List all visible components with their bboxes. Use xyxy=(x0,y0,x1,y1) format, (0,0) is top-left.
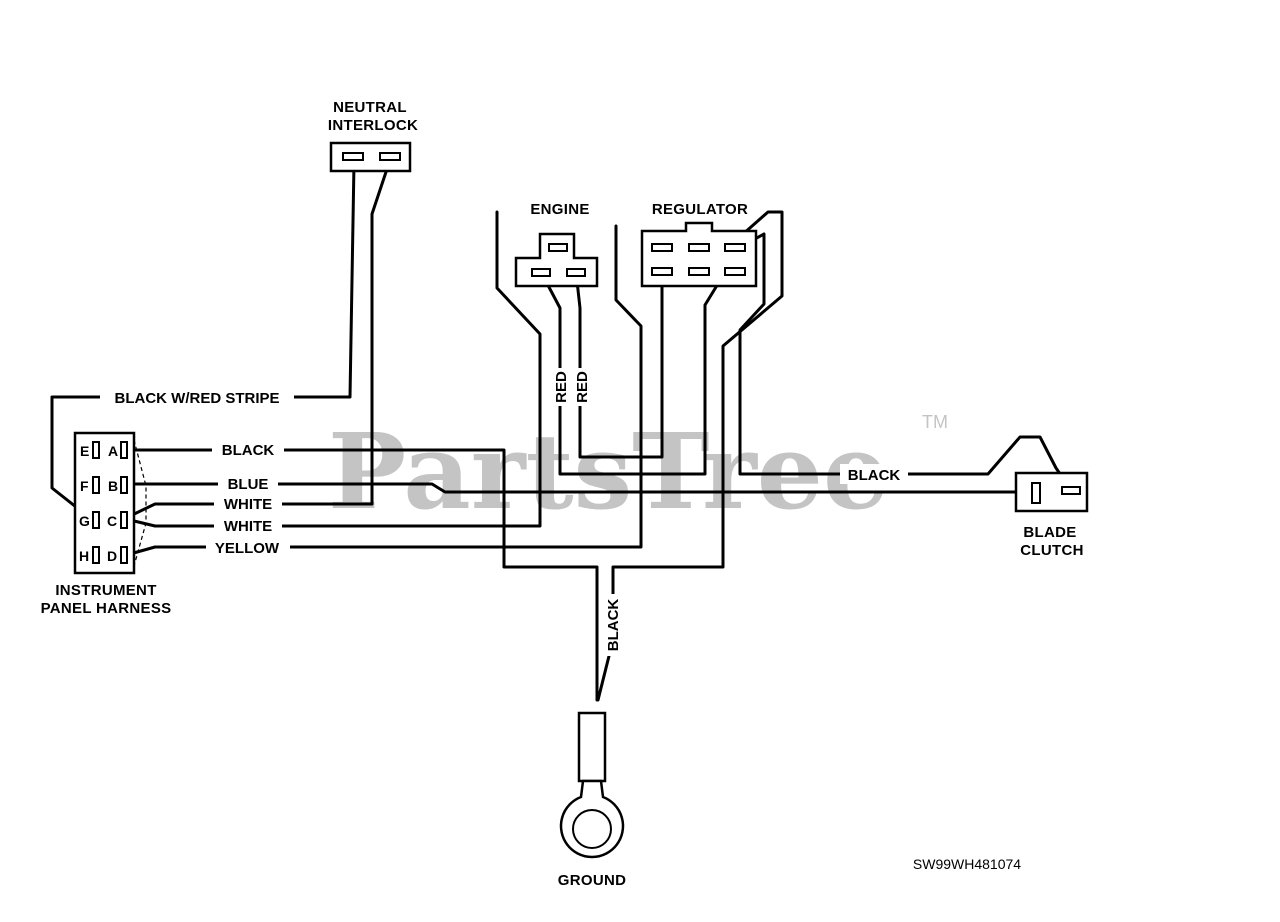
wire-white-interlock xyxy=(128,161,391,518)
harness-pin-f xyxy=(92,476,100,494)
harness-pin-label-f: F xyxy=(80,478,89,494)
blade-clutch-pin-1 xyxy=(1031,482,1041,504)
wire-label-red-1: RED xyxy=(553,371,570,403)
wire-label-black-a: BLACK xyxy=(222,442,275,459)
engine-pin-top xyxy=(548,243,568,252)
regulator-pin-4 xyxy=(651,267,673,276)
harness-pins-left xyxy=(92,441,100,564)
wire-white-engine xyxy=(128,210,542,528)
harness-pin-h xyxy=(92,546,100,564)
harness-pin-label-h: H xyxy=(79,548,89,564)
wire-yellow xyxy=(128,224,643,556)
blade-clutch-pin-2 xyxy=(1061,486,1081,495)
watermark-trademark: TM xyxy=(922,412,948,432)
wire-blue xyxy=(128,482,1038,494)
ground-ring-hole xyxy=(572,809,612,849)
harness-label-1: INSTRUMENT xyxy=(55,582,156,599)
wire-label-blue: BLUE xyxy=(228,476,269,493)
harness-pin-g xyxy=(92,511,100,529)
engine-label: ENGINE xyxy=(530,201,589,218)
regulator-pin-2 xyxy=(688,243,710,252)
harness-pin-label-e: E xyxy=(80,443,89,459)
blade-clutch-label-2: CLUTCH xyxy=(1020,542,1083,559)
wire-label-red-2: RED xyxy=(574,371,591,403)
wire-black-red-stripe xyxy=(50,161,356,520)
engine-pin-left xyxy=(531,268,551,277)
wire-label-black-clutch: BLACK xyxy=(848,467,901,484)
regulator-pin-1 xyxy=(651,243,673,252)
label-bg xyxy=(100,387,294,407)
neutral-interlock-pin-2 xyxy=(379,152,401,161)
diagram-part-code: SW99WH481074 xyxy=(913,856,1021,872)
wire-label-white-1: WHITE xyxy=(224,496,272,513)
harness-pin-label-c: C xyxy=(107,513,117,529)
regulator-pin-3 xyxy=(724,243,746,252)
harness-pin-label-d: D xyxy=(107,548,117,564)
neutral-interlock-label-1: NEUTRAL xyxy=(333,99,407,116)
neutral-interlock-pin-1 xyxy=(342,152,364,161)
wire-label-yellow: YELLOW xyxy=(215,540,280,557)
ground-label: GROUND xyxy=(558,872,626,889)
label-bg xyxy=(212,440,284,460)
label-bg xyxy=(551,368,571,406)
watermark-text: PartsTree xyxy=(328,410,889,533)
wire-red-1 xyxy=(539,270,726,476)
harness-pin-a xyxy=(120,441,128,459)
label-bg xyxy=(214,494,282,514)
regulator-connector xyxy=(640,221,758,288)
label-bg xyxy=(840,464,908,484)
harness-pin-e xyxy=(92,441,100,459)
wire-label-black-ground: BLACK xyxy=(605,599,622,652)
instrument-panel-harness-connector xyxy=(73,431,136,575)
label-bg xyxy=(572,368,592,406)
label-bg xyxy=(206,538,290,558)
wire-black-a xyxy=(128,448,599,702)
regulator-label: REGULATOR xyxy=(652,201,748,218)
harness-dashed-edge xyxy=(133,439,147,567)
neutral-interlock-label-2: INTERLOCK xyxy=(328,117,418,134)
harness-pin-d xyxy=(120,546,128,564)
ground-terminal-sleeve xyxy=(577,711,607,783)
label-bg xyxy=(218,474,278,494)
harness-pin-label-a: A xyxy=(108,443,118,459)
regulator-pin-5 xyxy=(688,267,710,276)
engine-pin-right xyxy=(566,268,586,277)
wire-red-2 xyxy=(574,270,664,459)
wire-label-white-2: WHITE xyxy=(224,518,272,535)
harness-label-2: PANEL HARNESS xyxy=(41,600,172,617)
harness-pin-label-g: G xyxy=(79,513,90,529)
label-bg xyxy=(603,594,623,656)
wire-label-black-red-stripe: BLACK W/RED STRIPE xyxy=(115,390,280,407)
blade-clutch-label-1: BLADE xyxy=(1023,524,1076,541)
harness-pins-right xyxy=(120,441,128,564)
regulator-pin-6 xyxy=(724,267,746,276)
label-bg xyxy=(214,516,282,536)
harness-pin-label-b: B xyxy=(108,478,118,494)
harness-pin-c xyxy=(120,511,128,529)
harness-pin-b xyxy=(120,476,128,494)
engine-connector xyxy=(514,232,599,288)
